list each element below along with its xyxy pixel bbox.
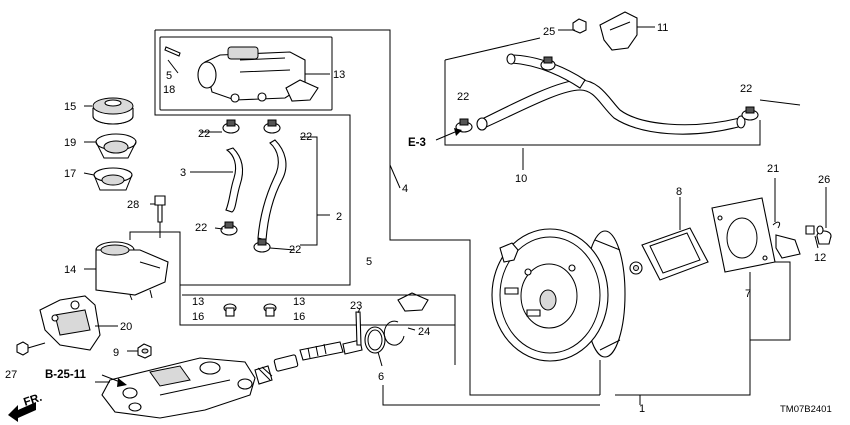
clip-11	[599, 11, 638, 51]
vacuum-hose-assembly	[444, 37, 801, 146]
bracket-20	[39, 295, 101, 351]
nut-9	[137, 343, 152, 359]
ref-b2511: B-25-11	[45, 369, 87, 381]
filter-17	[93, 167, 133, 191]
label-7: 7	[745, 288, 751, 300]
label-22-b: 22	[300, 131, 312, 143]
o-ring-6	[364, 326, 386, 354]
label-12: 12	[814, 252, 826, 264]
label-10: 10	[515, 173, 527, 185]
reservoir-cap-15	[92, 97, 134, 125]
label-22-c: 22	[195, 222, 207, 234]
clip-22-a	[222, 119, 240, 134]
nut-25	[572, 18, 587, 34]
label-13-top: 13	[333, 69, 345, 81]
clip-22-g	[540, 56, 556, 71]
ref-e3: E-3	[408, 137, 426, 149]
label-16-right: 16	[293, 311, 305, 323]
label-22-a: 22	[198, 128, 210, 140]
reservoir-tank	[197, 46, 306, 103]
label-22-d: 22	[289, 244, 301, 256]
label-13-left: 13	[192, 296, 204, 308]
master-cylinder	[101, 357, 256, 419]
nut-booster	[629, 261, 643, 275]
hose-2	[257, 139, 287, 241]
snap-ring-24	[383, 320, 405, 346]
reference-labels: E-3 B-25-11 FR.	[22, 137, 426, 409]
clip-22-d	[253, 238, 271, 253]
label-23: 23	[350, 300, 362, 312]
check-valve	[772, 221, 801, 259]
label-22-f: 22	[740, 83, 752, 95]
label-22-e: 22	[457, 91, 469, 103]
part-labels: 1 2 3 4 5 5 6 7 8 9 10 11 12 13 13 13 14…	[5, 22, 830, 415]
label-8: 8	[676, 186, 682, 198]
label-28: 28	[127, 199, 139, 211]
spacer-7	[711, 197, 776, 273]
label-15: 15	[64, 101, 76, 113]
ref-arrow-e3	[435, 128, 462, 141]
ref-arrow-b2511	[101, 374, 127, 387]
label-25: 25	[543, 26, 555, 38]
clip-22-b	[263, 119, 281, 134]
pin-5	[164, 46, 181, 57]
label-19: 19	[64, 137, 76, 149]
piston-kit	[254, 339, 363, 385]
label-5-top: 5	[166, 70, 172, 82]
plug-13-16-left	[223, 303, 237, 317]
label-20: 20	[120, 321, 132, 333]
front-arrow-icon	[8, 402, 36, 422]
gasket-8	[641, 227, 709, 281]
hose-3	[225, 147, 244, 213]
reservoir-14	[95, 231, 181, 325]
label-26: 26	[818, 174, 830, 186]
seal-sticker-2	[397, 292, 429, 312]
reservoir-tank-assembly	[154, 29, 600, 396]
label-14: 14	[64, 264, 76, 276]
strainer-19	[95, 133, 137, 159]
label-1: 1	[639, 403, 645, 415]
clip-22-f	[741, 106, 759, 121]
front-label: FR.	[22, 392, 43, 409]
label-18: 18	[163, 84, 175, 96]
label-13-right: 13	[293, 296, 305, 308]
leader-lines	[83, 26, 827, 406]
label-9: 9	[113, 347, 119, 359]
pin-23	[355, 311, 362, 346]
bolt-28	[154, 195, 166, 238]
label-4: 4	[402, 183, 408, 195]
plug-13-16-right	[263, 303, 277, 317]
label-3: 3	[180, 167, 186, 179]
seal-sticker	[285, 79, 319, 102]
diagram-code: TM07B2401	[780, 404, 832, 415]
label-24: 24	[418, 326, 430, 338]
label-2: 2	[336, 211, 342, 223]
clip-22-c	[220, 221, 238, 236]
label-21: 21	[767, 163, 779, 175]
label-27: 27	[5, 369, 17, 381]
screw-12	[805, 225, 824, 235]
label-5-mid: 5	[366, 256, 372, 268]
label-11: 11	[657, 22, 668, 34]
label-16-left: 16	[192, 311, 204, 323]
label-6: 6	[378, 371, 384, 383]
label-17: 17	[64, 168, 76, 180]
bolt-27	[16, 341, 46, 356]
brake-booster	[491, 228, 626, 395]
